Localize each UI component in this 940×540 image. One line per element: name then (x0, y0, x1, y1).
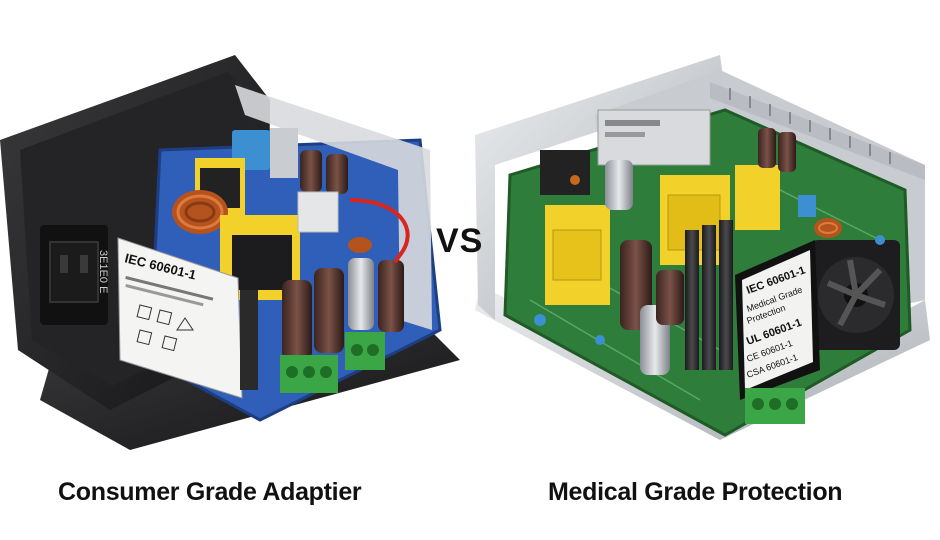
copper-coil (172, 190, 228, 234)
consumer-unit: 3E1E0 E (0, 55, 460, 450)
consumer-rear-panel (235, 85, 432, 330)
consumer-capacitor (348, 258, 374, 330)
consumer-capacitor (300, 150, 322, 192)
comparison-scene: 3E1E0 E (0, 55, 930, 450)
medical-transformer-1 (545, 205, 610, 305)
consumer-capacitor (314, 268, 344, 353)
medical-back-wall (595, 70, 925, 310)
medical-capacitor (758, 128, 776, 168)
medical-terminal-block (745, 388, 805, 424)
medical-heatsink-fins (710, 82, 925, 180)
medical-black-heatsink (685, 220, 733, 370)
consumer-capacitor (326, 154, 348, 194)
medical-capacitor (778, 132, 796, 172)
medical-capacitor (656, 270, 684, 325)
medical-caption: Medical Grade Protection (548, 478, 843, 506)
cooling-fan (812, 240, 900, 350)
medical-transformer-3 (735, 165, 780, 230)
vs-label: VS (436, 222, 484, 260)
consumer-capacitor (282, 280, 312, 360)
consumer-transformer-2 (220, 215, 300, 300)
consumer-side-text: 3E1E0 E (97, 250, 109, 293)
consumer-caption: Consumer Grade Adaptier (58, 478, 362, 506)
consumer-terminal-block (345, 332, 385, 370)
red-wire (349, 198, 410, 264)
medical-unit: IEC 60601-1 Medical Grade Protection UL … (475, 55, 930, 440)
medical-capacitor (605, 160, 633, 210)
ac-inlet (40, 225, 108, 325)
medical-shield-box (597, 109, 711, 166)
consumer-terminal-block (280, 355, 338, 393)
medical-left-wall (475, 55, 725, 320)
consumer-cert-label: IEC 60601-1 (117, 237, 243, 399)
consumer-capacitor (378, 260, 404, 332)
medical-cert-label: IEC 60601-1 Medical Grade Protection UL … (735, 240, 820, 400)
